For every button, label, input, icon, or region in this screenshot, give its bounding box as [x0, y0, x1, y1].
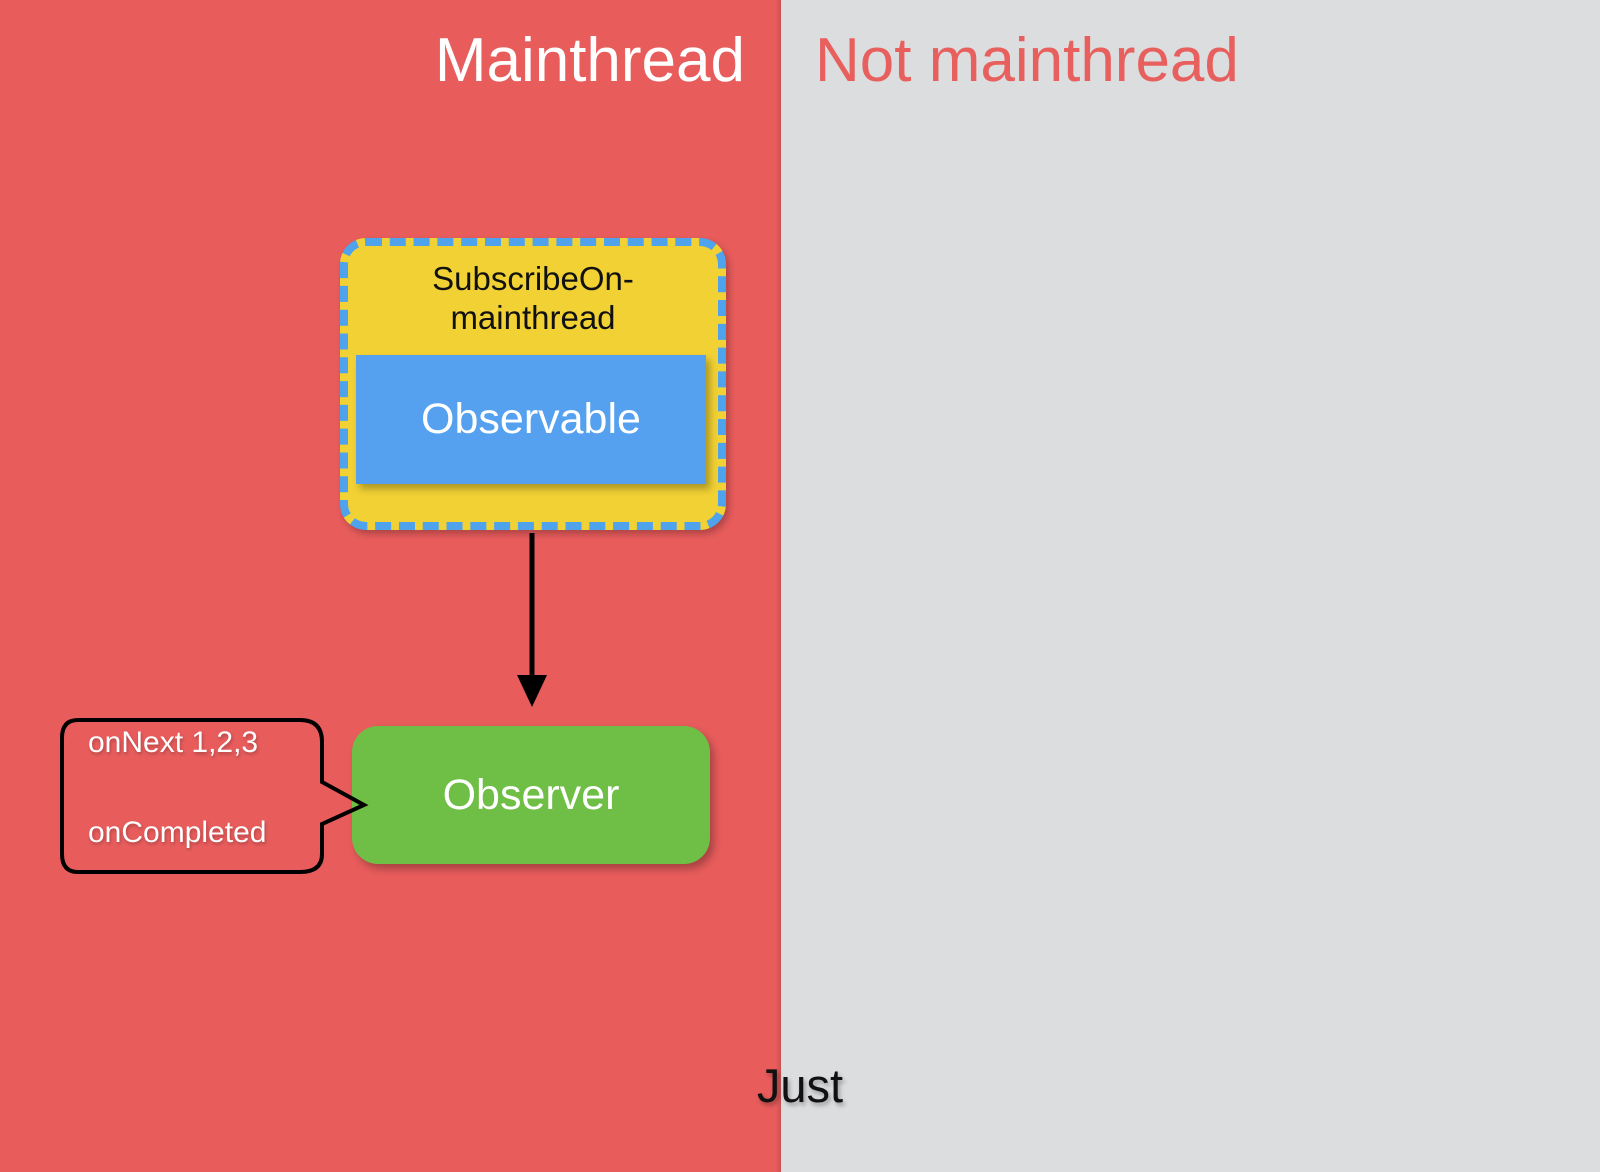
- observable-box: Observable: [356, 355, 706, 484]
- observable-label: Observable: [421, 395, 641, 443]
- not-mainthread-title: Not mainthread: [815, 26, 1239, 95]
- events-callout-text: onNext 1,2,3 onCompleted: [88, 728, 328, 848]
- not-mainthread-pane: [781, 0, 1600, 1172]
- subscribe-on-label: SubscribeOn- mainthread: [348, 260, 718, 338]
- on-next-line: onNext 1,2,3: [88, 726, 259, 759]
- observer-label: Observer: [442, 770, 620, 819]
- mainthread-pane: [0, 0, 781, 1172]
- subscribe-on-label-line1: SubscribeOn-: [432, 260, 634, 297]
- footer-label: Just: [756, 1059, 844, 1112]
- observer-box: Observer: [352, 726, 710, 864]
- emission-arrow: [500, 525, 580, 715]
- events-callout: onNext 1,2,3 onCompleted: [56, 698, 376, 878]
- mainthread-title: Mainthread: [434, 26, 745, 95]
- subscribe-on-label-line2: mainthread: [450, 298, 616, 336]
- on-completed-line: onCompleted: [88, 816, 267, 849]
